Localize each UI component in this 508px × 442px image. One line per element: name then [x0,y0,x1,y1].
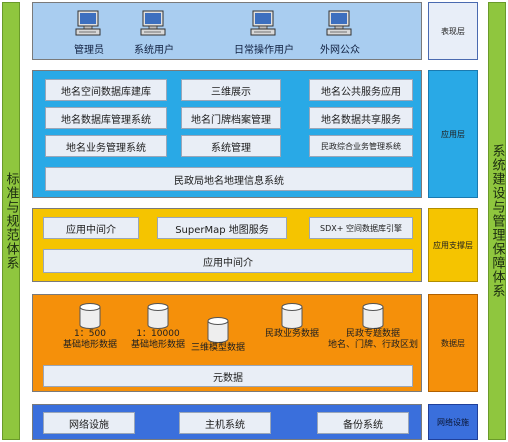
presentation-layer: 管理员 系统用户 日常操作用户 外网公众 [32,2,422,60]
user-label: 外网公众 [320,45,360,56]
computer-icon [75,10,101,36]
standards-system-label: 标准与规范体系 [3,172,19,270]
data-item: 1：500 基础地形数据 [55,303,125,351]
app-box: 系统管理 [181,135,281,157]
data-layer: 1：500 基础地形数据 1：10000 基础地形数据 三维模型数据 民政业务数… [32,294,422,392]
data-item: 民政业务数据 [257,303,327,340]
data-layer-label: 数据层 [428,294,478,392]
data-item: 民政专题数据 地名、门牌、行政区划 [325,303,421,351]
database-icon [79,303,101,329]
data-item-line1: 1：500 [74,329,106,339]
data-item-line1: 三维模型数据 [190,343,245,353]
database-icon [362,303,384,329]
computer-icon [140,10,166,36]
support-box: SDX+ 空间数据库引擎 [309,217,413,239]
user-daily-operator: 日常操作用户 [219,9,309,56]
user-label: 管理员 [74,45,104,56]
support-layer-label: 应用支撑层 [428,208,478,282]
computer-icon [250,10,276,36]
user-system: 系统用户 [121,9,187,56]
data-item-line1: 1：10000 [136,329,180,339]
support-box: 应用中间介 [43,217,139,239]
data-bar: 元数据 [43,365,413,387]
data-item-line1: 民政业务数据 [264,329,319,339]
computer-icon [326,10,352,36]
standards-system-bar: 标准与规范体系 [2,2,20,440]
database-icon [207,317,229,343]
presentation-layer-label: 表现层 [428,2,478,60]
support-layer: 应用中间介 SuperMap 地图服务 SDX+ 空间数据库引擎 应用中间介 [32,208,422,282]
data-item-line1: 民政专题数据 [345,329,400,339]
network-layer: 网络设施 主机系统 备份系统 [32,404,422,440]
app-bar: 民政局地名地理信息系统 [45,167,413,191]
data-item-line2: 基础地形数据 [62,340,117,350]
data-item-line2: 地名、门牌、行政区划 [327,340,418,350]
app-box: 民政综合业务管理系统 [309,135,413,157]
network-layer-label: 网络设施 [428,404,478,440]
network-box: 主机系统 [179,412,271,434]
construction-management-system-label: 系统建设与管理保障体系 [489,144,505,298]
app-box: 地名业务管理系统 [45,135,167,157]
app-box: 地名空间数据库建库 [45,79,167,101]
application-layer-label: 应用层 [428,70,478,198]
data-item: 1：10000 基础地形数据 [123,303,193,351]
app-box: 地名公共服务应用 [309,79,413,101]
user-admin: 管理员 [59,9,119,56]
construction-management-system-bar: 系统建设与管理保障体系 [488,2,506,440]
app-box: 地名数据库管理系统 [45,107,167,129]
network-box: 备份系统 [317,412,409,434]
data-item-line2: 基础地形数据 [130,340,185,350]
user-label: 系统用户 [134,45,174,56]
app-box: 地名门牌档案管理 [181,107,281,129]
support-box: SuperMap 地图服务 [157,217,287,239]
network-box: 网络设施 [43,412,135,434]
user-public: 外网公众 [305,9,375,56]
user-label: 日常操作用户 [234,45,294,56]
database-icon [281,303,303,329]
app-box: 三维展示 [181,79,281,101]
support-bar: 应用中间介 [43,249,413,273]
data-item: 三维模型数据 [183,317,253,354]
app-box: 地名数据共享服务 [309,107,413,129]
database-icon [147,303,169,329]
application-layer: 地名空间数据库建库 三维展示 地名公共服务应用 地名数据库管理系统 地名门牌档案… [32,70,422,198]
